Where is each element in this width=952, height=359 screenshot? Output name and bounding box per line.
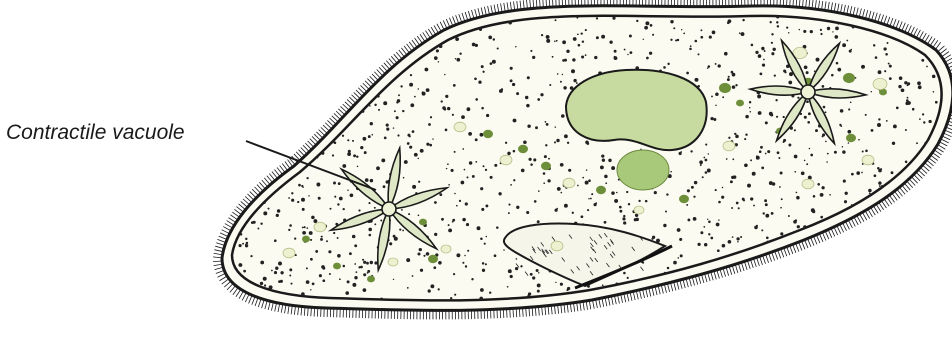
contractile-vacuole-label: Contractile vacuole bbox=[6, 121, 185, 145]
micronucleus-icon bbox=[617, 150, 669, 190]
nucleus-icon bbox=[566, 70, 707, 150]
